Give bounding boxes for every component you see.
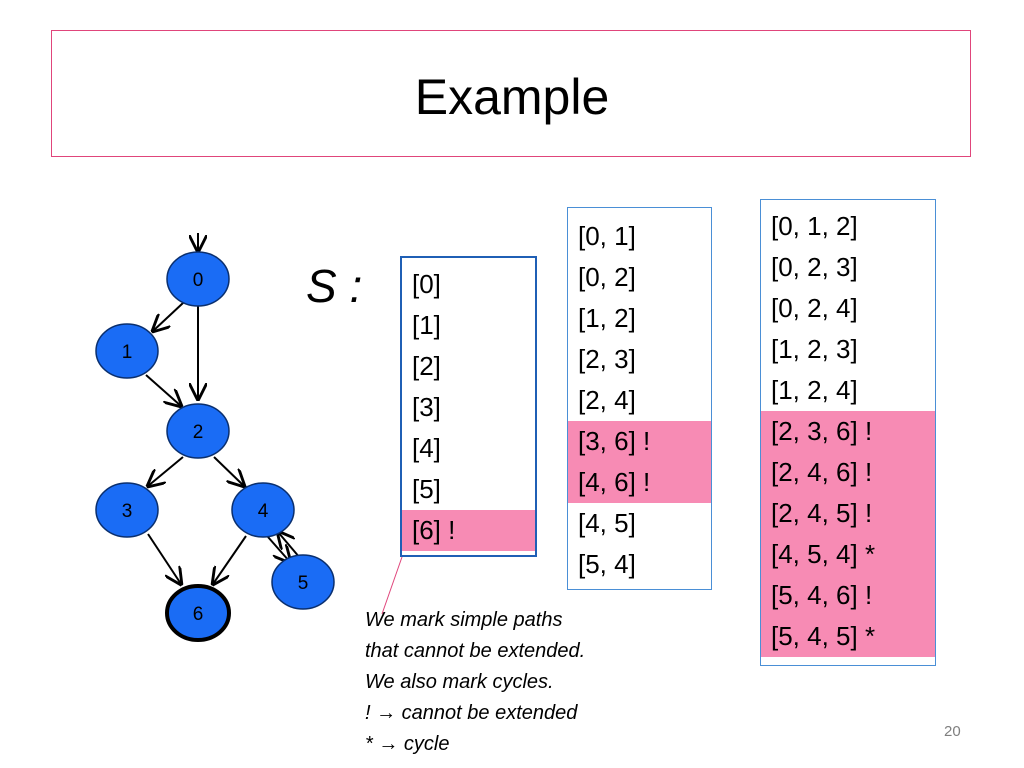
path-item: [2, 3, 6] ! — [761, 411, 935, 452]
note-line: We mark simple paths — [365, 609, 563, 631]
note-line: ! → cannot be extended — [365, 702, 578, 724]
edge-5-4 — [278, 532, 301, 559]
edge-2-3 — [148, 456, 184, 486]
edge-2-4 — [213, 456, 244, 486]
path-item: [1, 2, 4] — [771, 375, 858, 405]
path-item: [0, 2] — [578, 262, 636, 292]
page-number: 20 — [944, 723, 961, 740]
path-item: [4, 6] ! — [568, 462, 711, 503]
graph-node-5: 5 — [271, 554, 335, 610]
path-item: [1, 2, 3] — [771, 334, 858, 364]
path-item: [2, 4, 6] ! — [761, 452, 935, 493]
note-line: that cannot be extended. — [365, 640, 586, 662]
path-list-length-2: [0, 1][0, 2][1, 2][2, 3][2, 4][3, 6] ![4… — [567, 207, 712, 590]
node-label: 3 — [122, 501, 133, 522]
path-item: [0, 1] — [578, 221, 636, 251]
s-label: S : — [306, 260, 363, 312]
path-item: [2, 4] — [578, 385, 636, 415]
callout-line — [381, 556, 403, 615]
node-label: 4 — [258, 501, 269, 522]
path-item: [0, 2, 3] — [771, 252, 858, 282]
graph-node-3: 3 — [95, 482, 159, 538]
graph-node-6-final: 6 — [165, 584, 231, 642]
path-item: [4, 5, 4] * — [761, 534, 935, 575]
path-item: [3, 6] ! — [568, 421, 711, 462]
path-item: [3] — [412, 392, 441, 422]
graph-node-1: 1 — [95, 323, 159, 379]
edge-3-6 — [147, 533, 181, 584]
node-label: 1 — [122, 342, 133, 363]
title-box — [51, 30, 971, 157]
path-item: [5, 4] — [578, 549, 636, 579]
slide-title: Example — [414, 69, 610, 125]
path-item: [6] ! — [402, 510, 535, 551]
edge-1-2 — [145, 374, 181, 406]
path-item: [0] — [412, 269, 441, 299]
node-label: 6 — [193, 604, 204, 625]
node-label: 2 — [193, 422, 204, 443]
path-item: [1] — [412, 310, 441, 340]
path-item: [2, 3] — [578, 344, 636, 374]
note-line: We also mark cycles. — [365, 671, 554, 693]
note-text: We mark simple paths that cannot be exte… — [365, 605, 585, 760]
node-label: 0 — [193, 270, 204, 291]
note-line: * → cycle — [365, 733, 450, 755]
path-item: [1, 2] — [578, 303, 636, 333]
path-item: [0, 1, 2] — [771, 211, 858, 241]
path-item: [5, 4, 5] * — [761, 616, 935, 657]
edge-0-1 — [153, 302, 184, 331]
path-item: [0, 2, 4] — [771, 293, 858, 323]
graph-node-2: 2 — [166, 403, 230, 459]
graph-node-4: 4 — [231, 482, 295, 538]
node-label: 5 — [298, 573, 309, 594]
edge-4-6 — [213, 535, 247, 584]
path-item: [4] — [412, 433, 441, 463]
path-item: [5, 4, 6] ! — [761, 575, 935, 616]
path-list-length-1: [0] [1] [2] [3] [4] [5] [6] ! — [400, 256, 537, 557]
path-item: [4, 5] — [578, 508, 636, 538]
path-list-length-3: [0, 1, 2] [0, 2, 3] [0, 2, 4] [1, 2, 3] [1, … — [760, 199, 936, 666]
path-item: [2] — [412, 351, 441, 381]
graph-node-0: 0 — [166, 251, 230, 307]
path-item: [2, 4, 5] ! — [761, 493, 935, 534]
path-item: [5] — [412, 474, 441, 504]
